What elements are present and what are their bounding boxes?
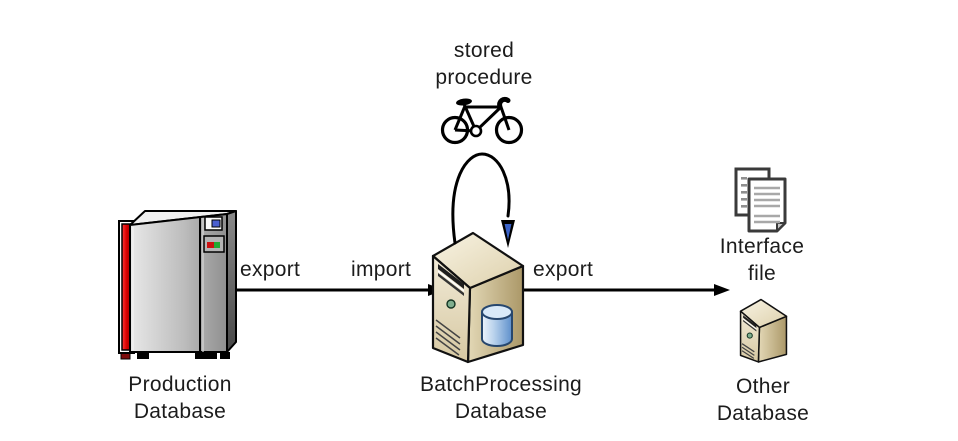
export-label-left: export	[240, 258, 301, 281]
drive-slot	[438, 264, 464, 289]
mainframe-icon	[118, 210, 237, 360]
self-loop-arrow-icon	[451, 152, 515, 248]
stored-procedure-label: stored procedure	[435, 39, 533, 89]
other-database-label: Other Database	[716, 375, 810, 425]
interface-file-label: Interface file	[719, 235, 805, 285]
server-tower-database-icon	[431, 231, 525, 364]
blue-indicator	[211, 219, 221, 228]
bicycle-icon	[440, 96, 524, 145]
export-import-arrow	[237, 284, 444, 296]
export-arrow	[523, 284, 730, 296]
server-tower-icon	[739, 298, 788, 363]
export-label-right: export	[533, 258, 594, 281]
drive-slot	[438, 273, 464, 296]
production-database-label: Production Database	[128, 373, 232, 423]
database-cylinder-icon	[481, 304, 513, 347]
import-label: import	[351, 258, 412, 281]
batchprocessing-database-label: BatchProcessing Database	[419, 373, 583, 423]
green-indicator	[214, 242, 220, 248]
red-indicator	[207, 242, 214, 248]
documents-icon	[734, 167, 787, 233]
power-button	[446, 299, 456, 309]
